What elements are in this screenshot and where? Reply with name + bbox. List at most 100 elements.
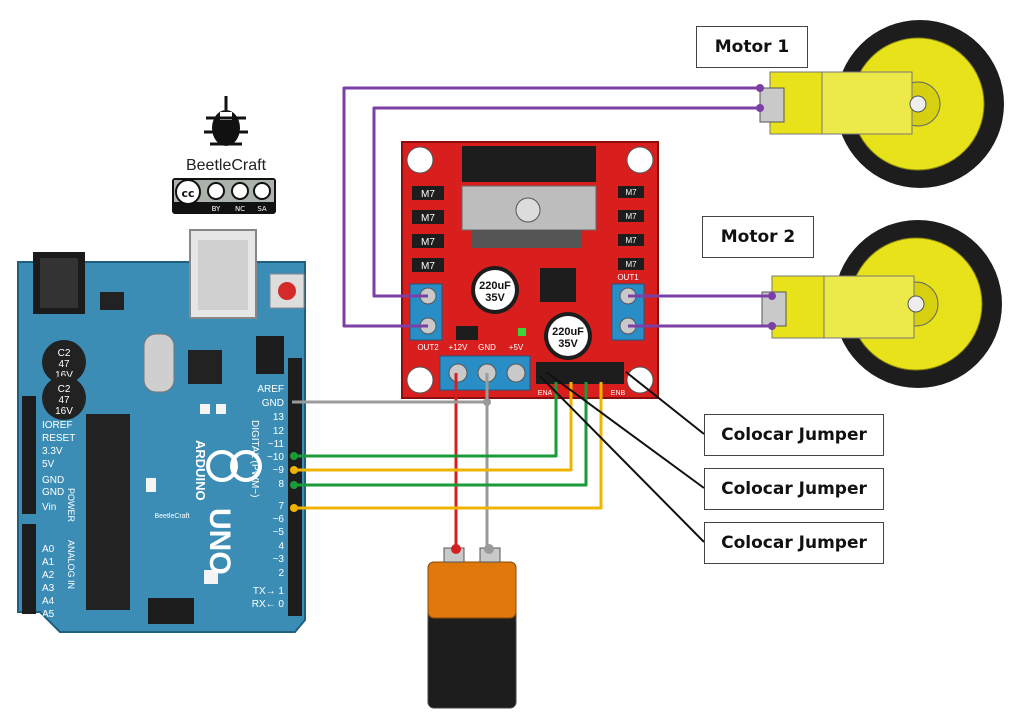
svg-text:8: 8 [278, 479, 284, 490]
svg-text:M7: M7 [421, 213, 435, 224]
beetlecraft-logo: BeetleCraft cc BY NC SA [172, 96, 276, 214]
jumper-label-3: Colocar Jumper [704, 522, 884, 564]
svg-text:Vin: Vin [42, 502, 56, 513]
wire-pin7 [294, 382, 603, 510]
wire-motor1-a [342, 86, 760, 328]
digital-label: DIGITAL (PWM~) [249, 420, 260, 498]
svg-text:M7: M7 [421, 237, 435, 248]
brand-name: BeetleCraft [186, 157, 267, 174]
svg-text:12: 12 [273, 426, 285, 437]
cc-license-badge: cc BY NC SA [172, 178, 276, 214]
wire-endpoints [290, 84, 776, 512]
by-icon [207, 182, 225, 200]
sa-icon [253, 182, 271, 200]
svg-text:A2: A2 [42, 570, 55, 581]
svg-text:~10: ~10 [267, 452, 284, 463]
svg-text:4: 4 [278, 541, 284, 552]
svg-text:GND: GND [42, 475, 64, 486]
svg-text:16V: 16V [55, 370, 73, 381]
svg-text:UNO: UNO [203, 508, 236, 575]
svg-text:+5V: +5V [509, 343, 524, 352]
diodes-right: M7 M7 M7 M7 [618, 186, 644, 270]
svg-text:ARDUINO: ARDUINO [193, 440, 208, 501]
svg-text:TX→ 1: TX→ 1 [253, 586, 285, 597]
power-terminal: +12V GND +5V [439, 343, 531, 391]
motor1-label: Motor 1 [696, 26, 808, 68]
uno-logo: UNO [203, 508, 236, 575]
svg-text:~9: ~9 [273, 465, 285, 476]
arduino-uno-board: C2 47 16V C2 47 16V IOREF RESET 3.3V 5V … [17, 229, 306, 633]
svg-text:M7: M7 [421, 189, 435, 200]
analog-header [22, 524, 36, 614]
motor-1 [759, 20, 1004, 188]
motor-2 [761, 220, 1002, 388]
wire-pin10 [294, 382, 558, 458]
svg-text:13: 13 [273, 412, 285, 423]
nc-icon [231, 182, 249, 200]
svg-text:GND: GND [262, 398, 284, 409]
arduino-right-labels: AREF GND 13 12 ~11 ~10 ~9 8 7 ~6 ~5 4 ~3… [252, 384, 285, 610]
atmega-chip [86, 414, 130, 610]
wire-pin8 [294, 382, 588, 487]
jumper-label-1: Colocar Jumper [704, 414, 884, 456]
jumper-label-2: Colocar Jumper [704, 468, 884, 510]
svg-text:RESET: RESET [42, 433, 75, 444]
svg-text:cc: cc [181, 187, 194, 200]
svg-text:ENA: ENA [538, 390, 553, 397]
pointer-jumper-3 [539, 375, 705, 543]
battery-9v [427, 544, 517, 709]
out1-terminal: OUT1 [611, 273, 645, 341]
svg-text:A4: A4 [42, 596, 55, 607]
svg-text:M7: M7 [421, 261, 435, 272]
pointer-jumper-2 [545, 371, 705, 489]
motor2-label: Motor 2 [702, 216, 814, 258]
svg-text:A1: A1 [42, 557, 55, 568]
arduino-left-labels: IOREF RESET 3.3V 5V GND GND Vin A0 A1 A2… [42, 420, 75, 620]
svg-text:ENB: ENB [611, 390, 626, 397]
capacitor-c2-bottom: C2 47 16V [42, 376, 86, 420]
svg-text:2: 2 [278, 568, 284, 579]
svg-text:47: 47 [58, 359, 70, 370]
wire-pin9 [294, 382, 573, 472]
svg-text:GND: GND [42, 487, 64, 498]
svg-text:M7: M7 [625, 236, 637, 245]
svg-text:220uF: 220uF [479, 280, 511, 292]
svg-text:~5: ~5 [273, 527, 285, 538]
analog-in-label: ANALOG IN [66, 540, 76, 589]
svg-text:AREF: AREF [257, 384, 284, 395]
svg-text:7: 7 [278, 501, 284, 512]
svg-text:M7: M7 [625, 260, 637, 269]
svg-text:~11: ~11 [268, 439, 285, 450]
svg-text:35V: 35V [558, 338, 578, 350]
svg-text:OUT1: OUT1 [617, 273, 639, 282]
svg-text:35V: 35V [485, 292, 505, 304]
svg-text:BY: BY [212, 205, 221, 213]
svg-text:+12V: +12V [449, 343, 469, 352]
wire-motor1-b [372, 106, 760, 298]
svg-text:GND: GND [478, 343, 496, 352]
logic-pin-header: ENA ENB [536, 362, 626, 397]
svg-text:C2: C2 [58, 348, 71, 359]
diodes-left: M7 M7 M7 M7 [412, 186, 444, 272]
svg-text:5V: 5V [42, 459, 55, 470]
svg-text:M7: M7 [625, 212, 637, 221]
svg-text:NC: NC [235, 205, 245, 213]
svg-text:C2: C2 [58, 384, 71, 395]
svg-text:RX← 0: RX← 0 [252, 599, 285, 610]
svg-text:OUT2: OUT2 [417, 343, 439, 352]
pointer-jumper-1 [625, 371, 705, 435]
arduino-small-brand: BeetleCraft [154, 513, 189, 520]
l298n-driver-board: M7 M7 M7 M7 M7 M7 M7 M7 220uF 35V 220uF … [401, 141, 659, 399]
svg-text:~3: ~3 [273, 554, 285, 565]
beetle-icon [204, 96, 248, 146]
svg-text:220uF: 220uF [552, 326, 584, 338]
svg-text:16V: 16V [55, 406, 73, 417]
arduino-logo: ARDUINO [193, 440, 262, 501]
svg-text:M7: M7 [625, 188, 637, 197]
svg-text:A5: A5 [42, 609, 55, 620]
svg-text:A3: A3 [42, 583, 55, 594]
svg-text:47: 47 [58, 395, 70, 406]
power-header [22, 396, 36, 514]
